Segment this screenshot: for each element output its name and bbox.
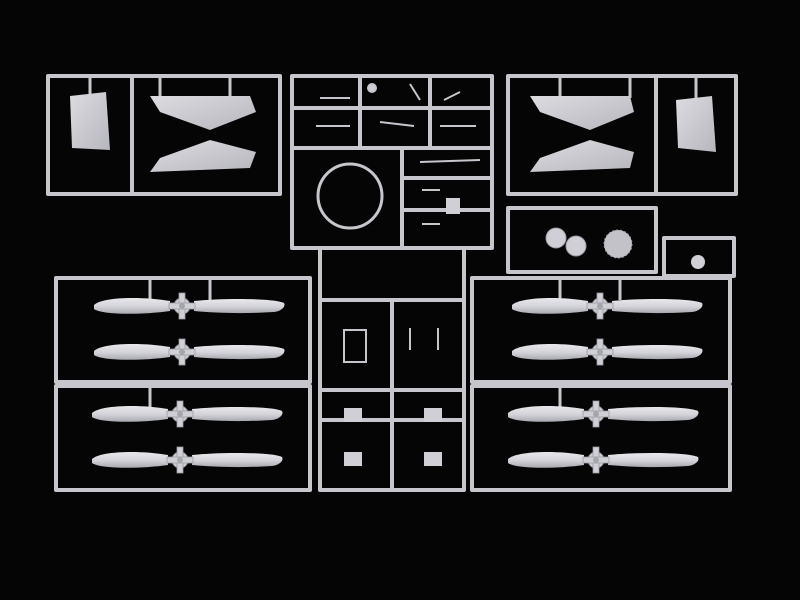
small-parts-top: [316, 83, 476, 127]
cowling-ring: [316, 162, 384, 230]
cowl-panel-upper-right: [530, 96, 634, 130]
engine-parts: [545, 227, 633, 259]
side-panel-left: [70, 92, 110, 150]
cowl-panel-upper-left: [150, 96, 256, 130]
small-parts-lower-center: [343, 328, 439, 363]
sprue-gates: [88, 76, 698, 408]
small-blocks-lower-center: [344, 408, 442, 466]
side-panel-right: [676, 96, 716, 152]
small-parts-center: [419, 159, 481, 225]
cowl-panel-lower-right: [530, 140, 634, 172]
spinner-cap: [691, 255, 705, 269]
cowl-panel-lower-left: [150, 140, 256, 172]
small-block: [446, 198, 460, 214]
